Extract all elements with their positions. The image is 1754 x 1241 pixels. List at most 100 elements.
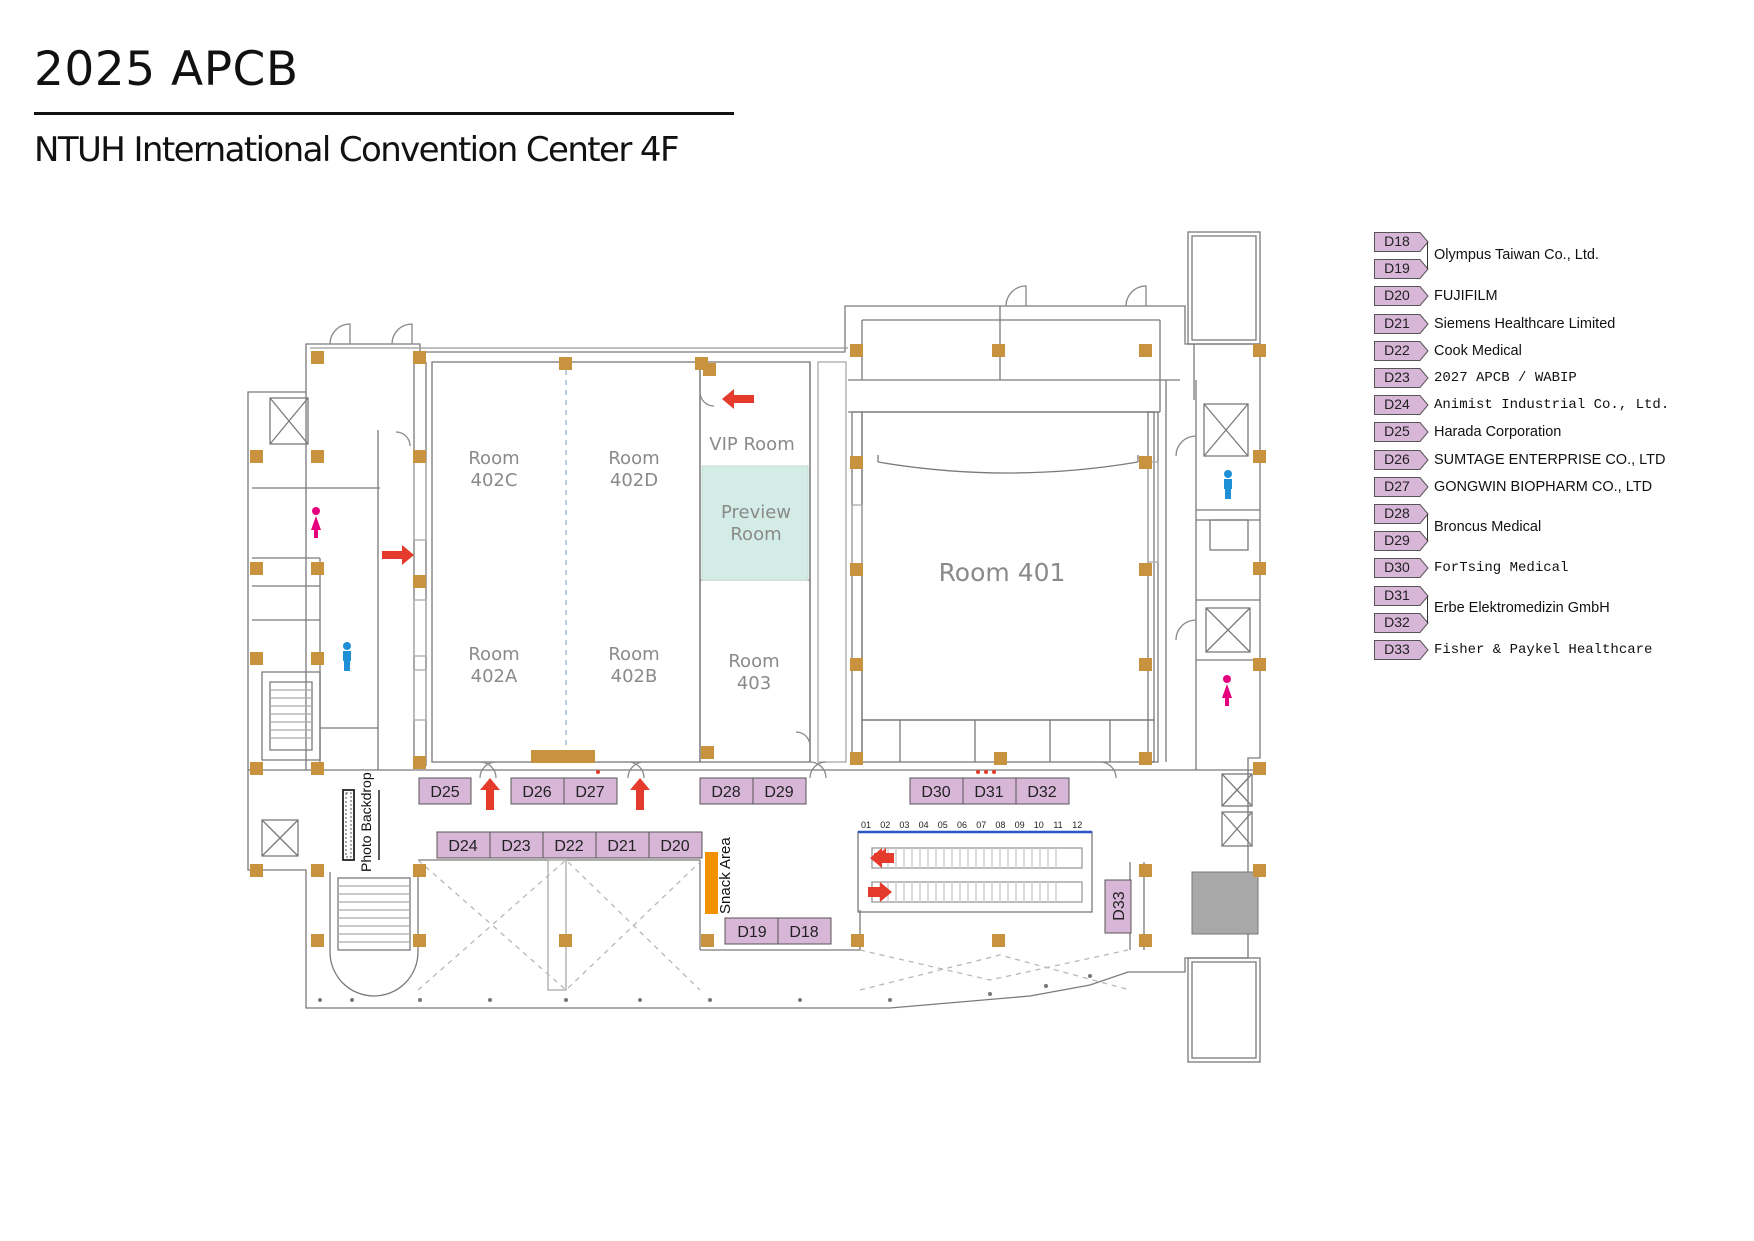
booth-d29-label: D29	[764, 784, 793, 801]
legend-name-d26: SUMTAGE ENTERPRISE CO., LTD	[1434, 451, 1666, 468]
booth-d33[interactable]	[1104, 879, 1132, 934]
arrow-east-icon	[382, 545, 414, 565]
escalator-number: 02	[880, 820, 890, 830]
legend-code: D28	[1384, 505, 1410, 521]
booth-d26-label: D26	[522, 784, 551, 801]
entrance-arrows	[382, 389, 894, 902]
legend-code: D18	[1384, 233, 1410, 249]
legend-name-d23: 2027 APCB / WABIP	[1434, 370, 1577, 386]
booth-d28[interactable]	[699, 777, 754, 805]
legend-name-d25: Harada Corporation	[1434, 424, 1562, 441]
legend-name-d24: Animist Industrial Co., Ltd.	[1434, 397, 1670, 414]
legend-code: D26	[1384, 450, 1410, 467]
legend-badge-d31: D31	[1374, 585, 1430, 606]
booth-d20-label: D20	[660, 838, 689, 855]
female-restroom-icon	[311, 507, 321, 538]
room-402c-label-2: 402C	[471, 470, 518, 491]
male-restroom-icon	[1224, 470, 1232, 499]
escalator-block	[857, 831, 1093, 913]
legend-code: D33	[1384, 641, 1410, 657]
booth-d30[interactable]	[909, 777, 964, 805]
room-402a-label-2: 402A	[471, 666, 518, 687]
legend-code: D27	[1384, 477, 1410, 494]
legend-code: D23	[1384, 369, 1410, 385]
booth-group: D25 D26 D27 D28 D29 D30 D31 D32 D24 D23 …	[418, 777, 1132, 945]
legend-badge-d24: D24	[1374, 395, 1430, 416]
arrow-north-icon	[630, 778, 650, 810]
legend-badge-d19: D19	[1374, 259, 1430, 280]
legend-name-d27: GONGWIN BIOPHARM CO., LTD	[1434, 478, 1653, 495]
legend-badge-d26: D26	[1374, 449, 1430, 470]
booth-d31[interactable]	[962, 777, 1017, 805]
legend-name-d22: Cook Medical	[1434, 342, 1522, 359]
legend-name-d33: Fisher & Paykel Healthcare	[1434, 642, 1653, 658]
booth-d27-label: D27	[575, 784, 604, 801]
legend-code: D30	[1384, 559, 1410, 576]
male-restroom-icon	[343, 642, 351, 671]
legend-bracket	[1427, 242, 1434, 270]
escalator-number: 07	[976, 820, 986, 830]
legend-group-d28_d29: Broncus Medical	[1434, 518, 1542, 535]
room-403-label-1: Room	[728, 651, 779, 672]
booth-d26[interactable]	[510, 777, 565, 805]
structural-columns	[250, 344, 1266, 947]
legend-code: D22	[1384, 341, 1410, 358]
legend-badge-d18: D18	[1374, 232, 1430, 252]
room-403-label-2: 403	[737, 673, 771, 694]
legend-badge-d23: D23	[1374, 368, 1430, 388]
legend-code: D20	[1384, 287, 1410, 304]
legend-code: D19	[1384, 260, 1410, 277]
escalator-number: 09	[1015, 820, 1025, 830]
booth-d24[interactable]	[436, 831, 491, 859]
legend-group-d31_d32: Erbe Elektromedizin GmbH	[1434, 600, 1610, 617]
legend-code: D24	[1384, 396, 1410, 413]
preview-room-label-1: Preview	[721, 502, 791, 523]
photo-backdrop-frame	[342, 789, 355, 861]
escalator-number: 01	[861, 820, 871, 830]
room-402a-label-1: Room	[468, 644, 519, 665]
escalator-number: 05	[938, 820, 948, 830]
room-402c-label-1: Room	[468, 448, 519, 469]
escalator-number: 03	[899, 820, 909, 830]
legend-name-d21: Siemens Healthcare Limited	[1434, 315, 1616, 332]
legend-badge-d27: D27	[1374, 476, 1430, 497]
stair-tower-se	[1187, 957, 1261, 1063]
snack-area-label: Snack Area	[717, 837, 734, 914]
booth-d18-label: D18	[789, 924, 818, 941]
snack-counter	[705, 852, 718, 914]
elevator-lobby	[1191, 871, 1259, 935]
legend-badge-d32: D32	[1374, 612, 1430, 633]
booth-d20[interactable]	[648, 831, 703, 859]
booth-d27[interactable]	[563, 777, 618, 805]
preview-room	[701, 465, 809, 581]
escalator-number: 10	[1034, 820, 1044, 830]
preview-room-label-2: Room	[730, 524, 781, 545]
escalator-number: 12	[1072, 820, 1082, 830]
legend-badge-d21: D21	[1374, 313, 1430, 334]
booth-d28-label: D28	[711, 784, 740, 801]
booth-d25[interactable]	[418, 777, 472, 805]
escalator-number: 06	[957, 820, 967, 830]
page-title: 2025 APCB	[34, 42, 299, 97]
legend-bracket	[1427, 595, 1434, 623]
legend-name-d20: FUJIFILM	[1434, 288, 1498, 305]
legend-badge-d20: D20	[1374, 286, 1430, 307]
booth-d23[interactable]	[489, 831, 544, 859]
legend-code: D25	[1384, 423, 1410, 440]
arrow-north-icon	[480, 778, 500, 810]
legend-badge-d33: D33	[1374, 640, 1430, 660]
booth-d32[interactable]	[1015, 777, 1070, 805]
booth-d29[interactable]	[752, 777, 807, 805]
booth-d21[interactable]	[595, 831, 650, 859]
page-subtitle: NTUH International Convention Center 4F	[34, 130, 680, 170]
booth-d21-label: D21	[607, 838, 636, 855]
room-402b-label-1: Room	[608, 644, 659, 665]
booth-d30-label: D30	[921, 784, 950, 801]
room-402b-label-2: 402B	[611, 666, 658, 687]
escalator-number: 04	[919, 820, 929, 830]
female-restroom-icon	[1222, 675, 1232, 706]
legend-code: D32	[1384, 613, 1410, 630]
